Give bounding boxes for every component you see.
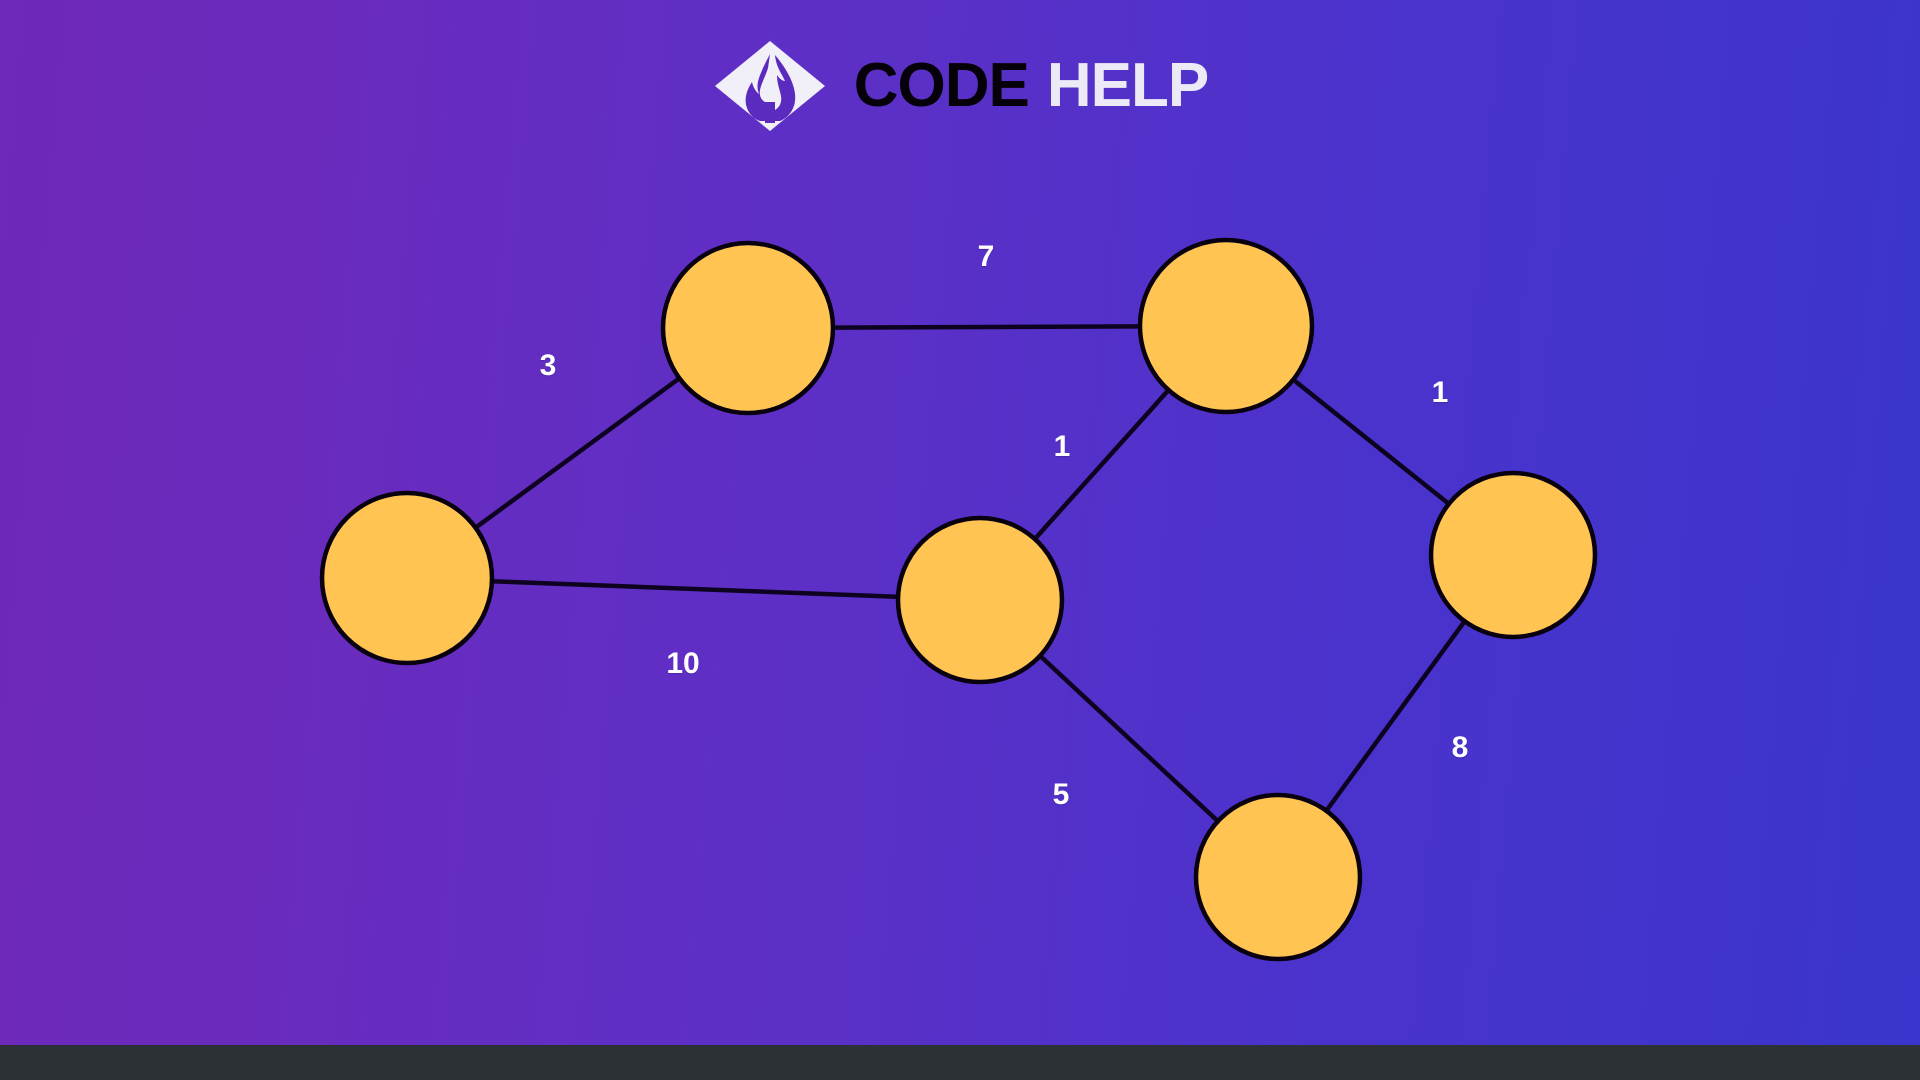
edge-weight-label: 1 xyxy=(1053,430,1071,463)
edge-weight-label: 8 xyxy=(1451,731,1469,764)
edge-weight-label: 10 xyxy=(666,647,700,680)
graph-node[interactable] xyxy=(1428,470,1598,640)
graph-edge xyxy=(1037,652,1221,825)
bottom-bar xyxy=(0,1045,1920,1080)
graph-edge xyxy=(1290,376,1452,507)
graph-edge xyxy=(1323,618,1468,814)
edge-weight-label: 1 xyxy=(1431,376,1449,409)
graph-edges xyxy=(472,324,1468,825)
graph-node[interactable] xyxy=(895,515,1065,685)
graph-node[interactable] xyxy=(660,240,836,416)
graph-node[interactable] xyxy=(1193,792,1363,962)
weighted-graph: 3 7 10 1 1 5 8 xyxy=(319,237,1598,962)
graph-nodes xyxy=(319,237,1598,962)
graph-edge xyxy=(488,578,902,600)
graph-node[interactable] xyxy=(319,490,495,666)
edge-weight-label: 3 xyxy=(539,349,557,382)
graph-edge xyxy=(829,324,1144,330)
edge-weight-label: 5 xyxy=(1052,778,1070,811)
graph-svg xyxy=(319,237,1598,962)
graph-edge xyxy=(1031,386,1172,542)
edge-weight-label: 7 xyxy=(977,240,995,273)
graph-node[interactable] xyxy=(1137,237,1315,415)
graph-edge xyxy=(472,375,683,531)
